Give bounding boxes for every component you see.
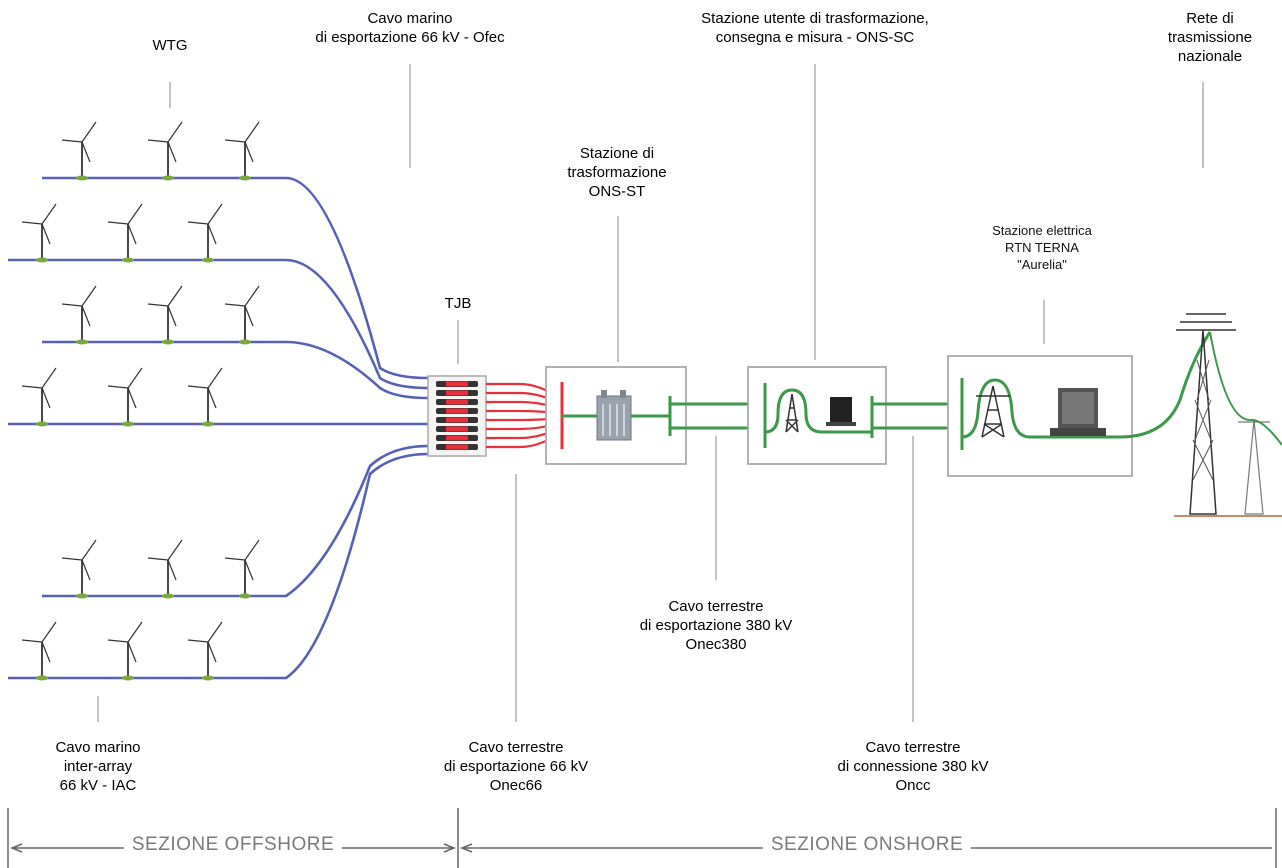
wind-turbine-icon: [107, 367, 143, 427]
pylon-small-icon: [785, 393, 799, 433]
offshore-array: [8, 121, 429, 681]
leader-lines: [97, 64, 1204, 722]
inter-array-cable: [42, 176, 429, 380]
wind-turbine-icon: [21, 621, 57, 681]
wind-turbine-icon: [224, 285, 260, 345]
wind-turbine-icon: [147, 285, 183, 345]
wind-turbine-icon: [61, 121, 97, 181]
wind-turbine-icon: [61, 539, 97, 599]
terna-station: [947, 331, 1212, 477]
wind-turbine-icon: [21, 203, 57, 263]
wind-turbine-icon: [61, 285, 97, 345]
wind-turbine-icon: [147, 121, 183, 181]
ons-st-station: [545, 366, 687, 465]
cable-joint-icon: [436, 417, 478, 423]
wind-turbine-icon: [107, 621, 143, 681]
inter-array-cable: [8, 452, 429, 680]
ons-sc-station: [747, 366, 887, 465]
control-building-icon: [826, 397, 856, 426]
wind-turbine-icon: [187, 203, 223, 263]
wind-turbines: [21, 121, 260, 681]
section-onshore-label: SEZIONE ONSHORE: [762, 834, 972, 856]
inter-array-cables: [8, 176, 429, 680]
wind-turbine-icon: [107, 203, 143, 263]
ons-sc-label: Stazione utente di trasformazione,conseg…: [701, 10, 929, 46]
inter-array-cable: [42, 444, 429, 598]
transformer-icon: [596, 390, 632, 441]
transmission-pylon-icon: [1174, 313, 1282, 517]
wind-turbine-icon: [21, 367, 57, 427]
wind-turbine-icon: [224, 121, 260, 181]
inter-array-cable: [42, 340, 429, 400]
section-offshore-label: SEZIONE OFFSHORE: [123, 834, 343, 856]
cable-joint-icon: [436, 390, 478, 396]
cable-joint-icon: [436, 426, 478, 432]
tjb-label: TJB: [444, 295, 472, 312]
cable-joint-icon: [436, 399, 478, 405]
cable-joint-icon: [436, 435, 478, 441]
tjb-junction-box: [427, 375, 487, 457]
cable-joint-icon: [436, 381, 478, 387]
wind-turbine-icon: [224, 539, 260, 599]
wtg-label: WTG: [152, 37, 188, 54]
cable-joint-icon: [436, 408, 478, 414]
wind-turbine-icon: [187, 367, 223, 427]
oncc-cables: [872, 402, 962, 430]
pylon-medium-icon: [976, 385, 1010, 438]
cable-joint-icon: [436, 444, 478, 450]
wind-turbine-icon: [187, 621, 223, 681]
inter-array-cable: [8, 258, 429, 390]
control-building-large-icon: [1050, 388, 1106, 436]
wind-turbine-icon: [147, 539, 183, 599]
